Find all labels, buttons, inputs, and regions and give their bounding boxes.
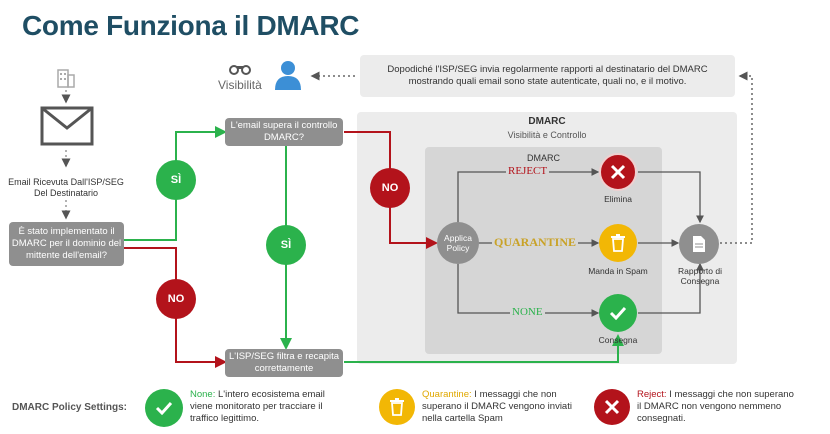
filter-deliver-box: L'ISP/SEG filtra e recapita correttament…	[225, 349, 343, 377]
quarantine-setting-description: I messaggi che non superano il DMARC ven…	[422, 389, 572, 424]
outcome-delete-label: Elimina	[604, 194, 632, 204]
report-document-icon	[679, 224, 719, 264]
dmarc-panel-subtitle: Visibilità e Controllo	[507, 130, 587, 140]
none-setting-text: None: L'intero ecosistema email viene mo…	[190, 389, 340, 425]
delete-x-icon	[599, 153, 637, 191]
building-icon	[57, 68, 75, 93]
settings-label: DMARC Policy Settings:	[12, 402, 128, 413]
quarantine-setting-title: Quarantine:	[422, 389, 472, 400]
report-note: Dopodiché l'ISP/SEG invia regolarmente r…	[360, 55, 735, 97]
visibility-label: Visibilità	[218, 78, 262, 92]
yes-badge-middle: SÌ	[266, 225, 306, 265]
reject-setting-description: I messaggi che non superano il DMARC non…	[637, 389, 794, 424]
passes-check-box: L'email supera il controllo DMARC?	[225, 118, 343, 146]
policy-quarantine-label: QUARANTINE	[492, 235, 579, 250]
none-setting-title: None:	[190, 389, 216, 400]
none-setting-description: L'intero ecosistema email viene monitora…	[190, 389, 325, 424]
binoculars-icon	[229, 62, 251, 80]
trash-icon	[599, 224, 637, 262]
page-title: Come Funziona il DMARC	[22, 10, 360, 41]
check-icon	[599, 294, 637, 332]
envelope-icon	[40, 106, 94, 151]
dmarc-panel-title: DMARC	[528, 116, 566, 127]
reject-setting-text: Reject: I messaggi che non superano il D…	[637, 389, 797, 425]
reject-setting-title: Reject:	[637, 389, 667, 400]
quarantine-trash-icon	[379, 389, 415, 425]
report-label: Rapporto di Consegna	[678, 266, 722, 286]
dmarc-inner-title: DMARC	[527, 153, 560, 163]
no-badge-left: NO	[156, 279, 196, 319]
policy-none-label: NONE	[510, 306, 545, 318]
dmarc-implemented-question: È stato implementato il DMARC per il dom…	[9, 222, 124, 266]
policy-reject-label: REJECT	[506, 165, 550, 177]
none-check-icon	[145, 389, 183, 427]
outcome-spam-label: Manda in Spam	[588, 266, 648, 276]
quarantine-setting-text: Quarantine: I messaggi che non superano …	[422, 389, 582, 425]
user-icon	[274, 60, 302, 95]
no-badge-right: NO	[370, 168, 410, 208]
email-received-label: Email Ricevuta Dall'ISP/SEG Del Destinat…	[8, 177, 124, 198]
outcome-deliver-label: Consegna	[598, 335, 638, 345]
yes-badge-left: SÌ	[156, 160, 196, 200]
reject-x-icon	[594, 389, 630, 425]
apply-policy-node: Applica Policy	[437, 222, 479, 264]
